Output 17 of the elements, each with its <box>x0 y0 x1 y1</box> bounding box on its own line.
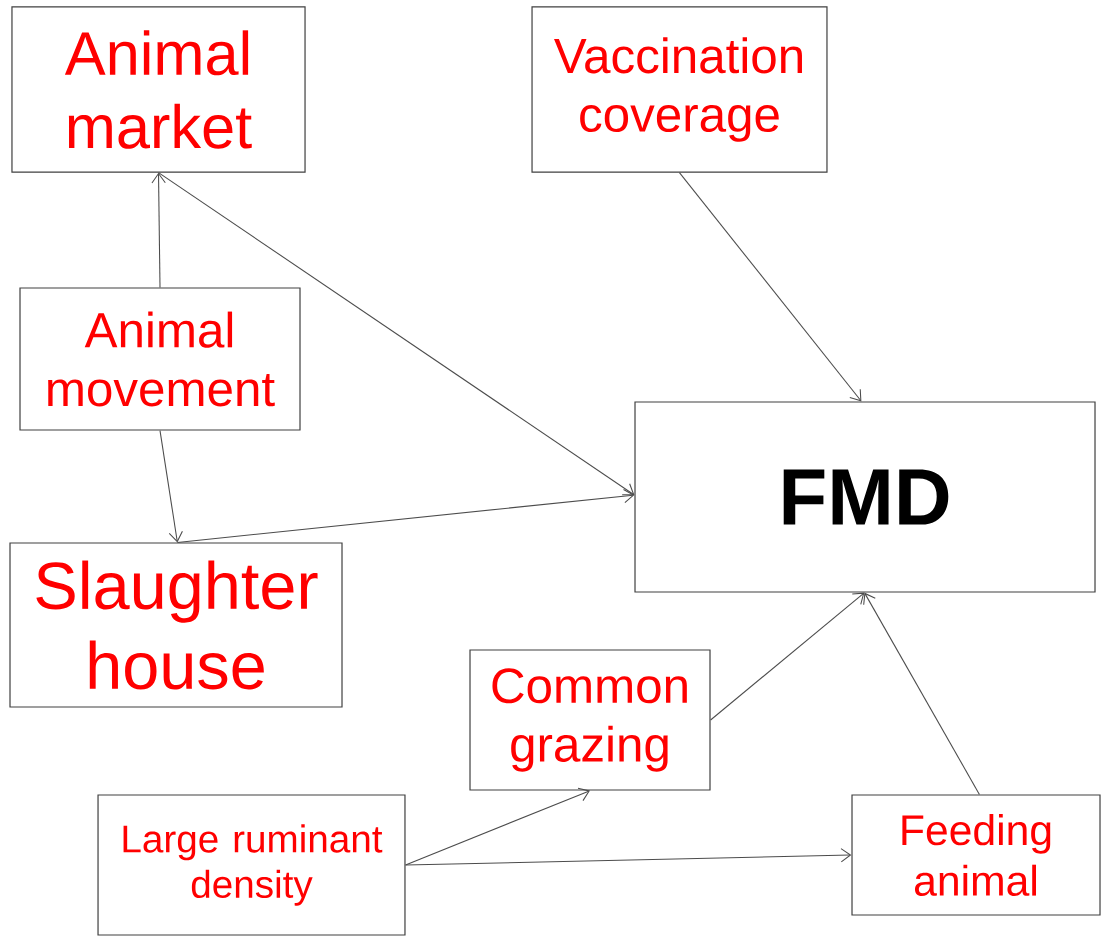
arrow <box>405 787 590 866</box>
arrow <box>678 172 862 402</box>
text-box: Common grazing <box>469 649 711 791</box>
arrow <box>159 430 183 543</box>
arrow <box>405 848 852 866</box>
text-box: FMD <box>634 401 1096 593</box>
arrow <box>151 172 166 288</box>
text-box: Vaccination coverage <box>531 6 828 173</box>
arrow <box>157 172 635 496</box>
arrow <box>863 592 980 795</box>
text-box: Animal movement <box>19 287 301 431</box>
arrow <box>176 488 635 543</box>
text-box: Feeding animal <box>851 794 1101 916</box>
arrow <box>710 592 865 721</box>
text-box: Animal market <box>11 6 306 173</box>
text-box: Large ruminant density <box>97 794 406 936</box>
text-box: Slaughter house <box>9 542 343 708</box>
